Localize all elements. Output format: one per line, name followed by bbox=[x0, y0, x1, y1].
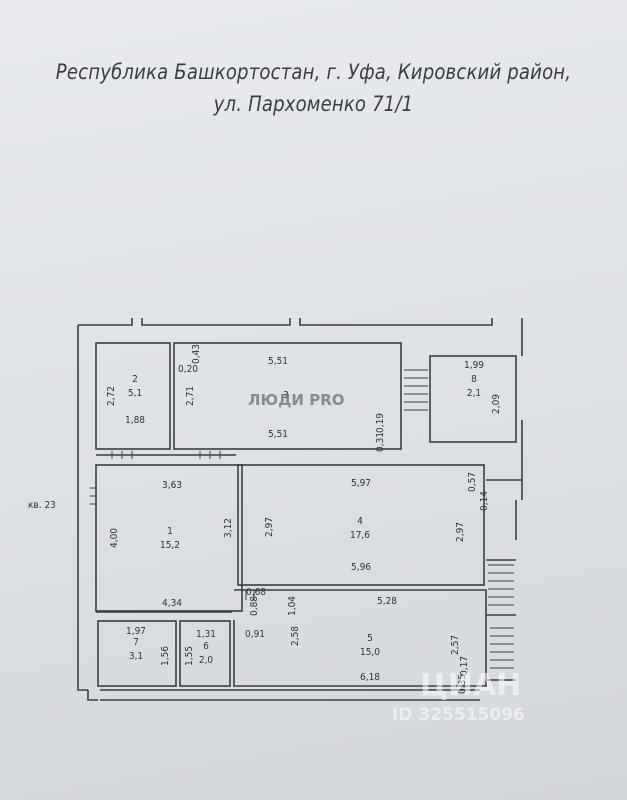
dim-3-63: 3,63 bbox=[162, 480, 182, 491]
dim-1-88: 1,88 bbox=[125, 415, 145, 426]
dim-1-04: 1,04 bbox=[287, 596, 298, 616]
dim-2-97-right: 2,97 bbox=[455, 522, 466, 542]
dim-0-43: 0,43 bbox=[191, 344, 202, 364]
room-4-number: 4 bbox=[357, 516, 363, 527]
dim-0-35: 0,35 bbox=[457, 674, 468, 694]
dim-5-51-bottom: 5,51 bbox=[268, 429, 288, 440]
dim-0-31: 0,31 bbox=[375, 432, 386, 452]
room-2-area: 5,1 bbox=[128, 388, 142, 399]
dim-1-56: 1,56 bbox=[160, 646, 171, 666]
dim-2-97-left: 2,97 bbox=[264, 517, 275, 537]
dim-5-28: 5,28 bbox=[377, 596, 397, 607]
room-3-number: 3 bbox=[283, 390, 289, 401]
room-4-area: 17,6 bbox=[350, 530, 370, 541]
dim-2-72: 2,72 bbox=[106, 386, 117, 406]
dimension-labels: 2,72 1,88 0,43 0,20 5,51 2,71 5,51 0,19 … bbox=[28, 344, 502, 694]
dim-0-68: 0,68 bbox=[246, 587, 266, 598]
walls bbox=[77, 318, 523, 701]
dim-0-19: 0,19 bbox=[375, 413, 386, 433]
dim-5-97: 5,97 bbox=[351, 478, 371, 489]
dim-2-57: 2,57 bbox=[450, 635, 461, 655]
room-1-area: 15,2 bbox=[160, 540, 180, 551]
room-2-number: 2 bbox=[132, 374, 138, 385]
address-line-1: Республика Башкортостан, г. Уфа, Кировск… bbox=[55, 60, 572, 84]
dim-1-31: 1,31 bbox=[196, 629, 216, 640]
dim-2-71: 2,71 bbox=[185, 386, 196, 406]
dim-0-91: 0,91 bbox=[245, 629, 265, 640]
dim-0-14: 0,14 bbox=[479, 491, 490, 511]
room-5-area: 15,0 bbox=[360, 647, 380, 658]
listing-id-watermark: ID 325515096 bbox=[392, 705, 525, 725]
room-7-area: 3,1 bbox=[129, 651, 143, 662]
dim-2-09: 2,09 bbox=[491, 394, 502, 414]
dim-0-88: 0,88 bbox=[249, 596, 260, 616]
room-8-area: 2,1 bbox=[467, 388, 481, 399]
dim-5-51-top: 5,51 bbox=[268, 356, 288, 367]
room-7-number: 7 bbox=[133, 637, 139, 648]
dim-0-20: 0,20 bbox=[178, 364, 198, 375]
room-8-number: 8 bbox=[471, 374, 477, 385]
room-6-number: 6 bbox=[203, 641, 209, 652]
brand-watermark: ЛЮДИ PRO bbox=[248, 391, 345, 409]
dim-5-96: 5,96 bbox=[351, 562, 371, 573]
room-6-area: 2,0 bbox=[199, 655, 214, 666]
room-1-number: 1 bbox=[167, 526, 173, 537]
dim-1-55: 1,55 bbox=[184, 646, 195, 666]
dim-0-17: 0,17 bbox=[459, 656, 470, 676]
dim-6-18: 6,18 bbox=[360, 672, 380, 683]
dim-3-12: 3,12 bbox=[223, 518, 234, 538]
dim-1-99: 1,99 bbox=[464, 360, 484, 371]
room-labels: 2 5,1 3 8 2,1 1 15,2 4 17,6 5 15,0 6 2,0… bbox=[128, 374, 481, 666]
window-hatching bbox=[90, 369, 514, 669]
dim-1-97: 1,97 bbox=[126, 626, 146, 637]
site-watermark: ЦИАН bbox=[420, 668, 521, 703]
room-5-number: 5 bbox=[367, 633, 373, 644]
apartment-label: кв. 23 bbox=[28, 500, 56, 511]
dim-4-34: 4,34 bbox=[162, 598, 182, 609]
dim-2-58: 2,58 bbox=[290, 626, 301, 646]
dim-0-57: 0,57 bbox=[467, 472, 478, 492]
dim-4-00: 4,00 bbox=[109, 528, 120, 548]
address-line-2: ул. Пархоменко 71/1 bbox=[213, 92, 414, 116]
